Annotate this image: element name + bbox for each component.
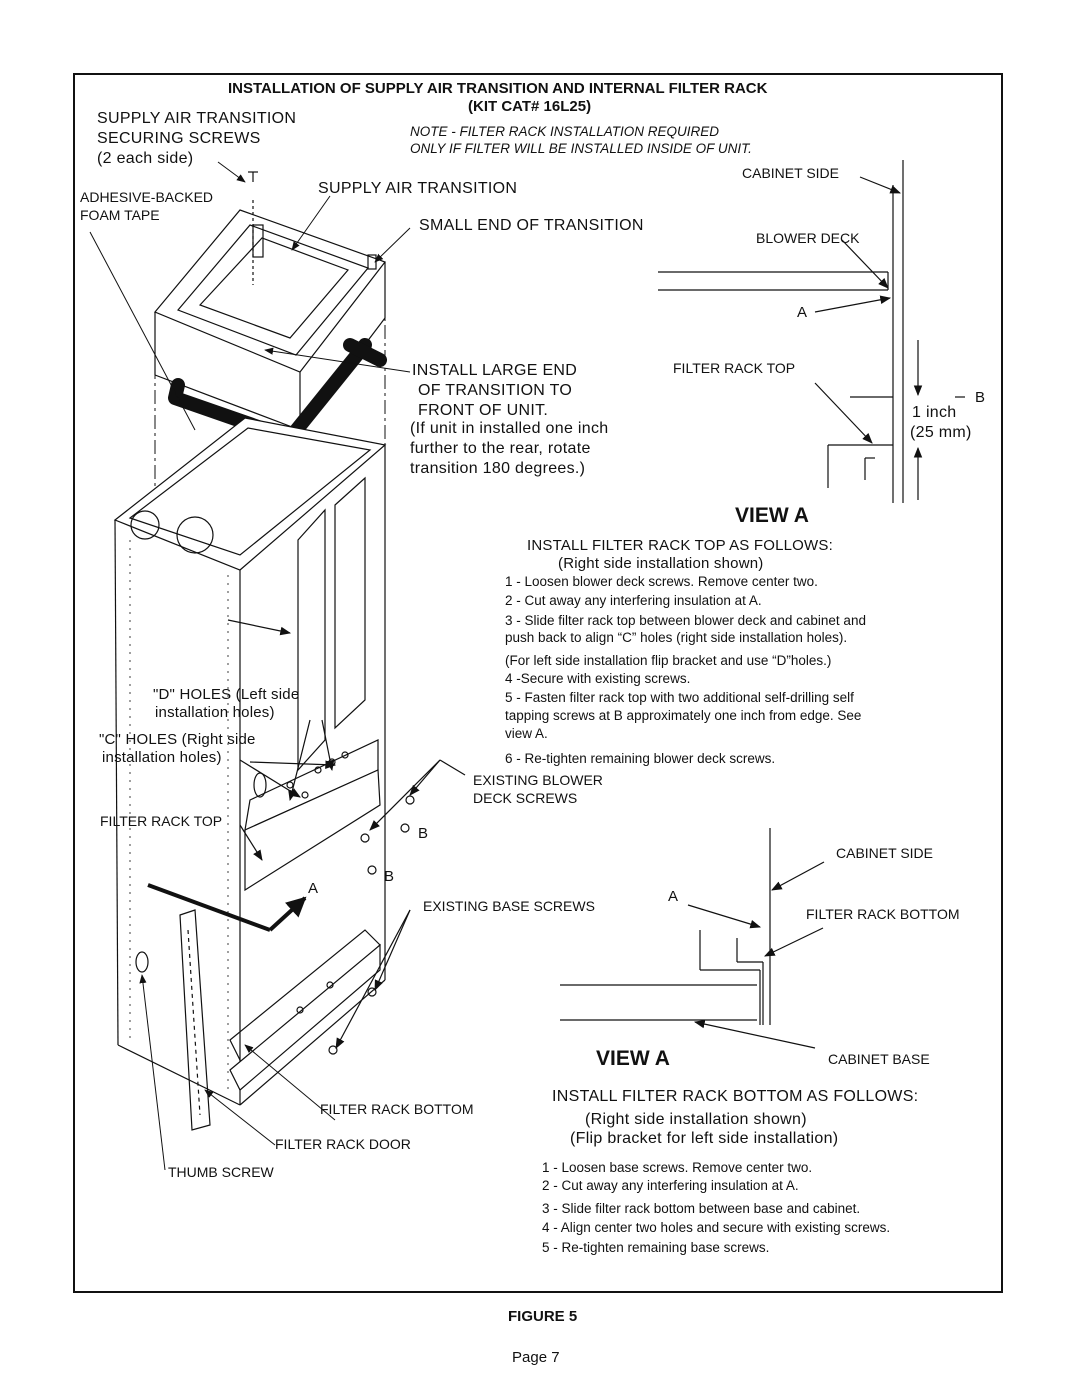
view-top-step-3: 3 - Slide filter rack top between blower… bbox=[505, 613, 866, 628]
view-top-step-5b: tapping screws at B approximately one in… bbox=[505, 708, 862, 723]
label-foam-tape: FOAM TAPE bbox=[80, 207, 160, 223]
view-bottom-step-2: 2 - Cut away any interfering insulation … bbox=[542, 1178, 799, 1193]
label-supply-transition-screws: SUPPLY AIR TRANSITION bbox=[97, 110, 297, 127]
label-small-end: SMALL END OF TRANSITION bbox=[419, 217, 644, 234]
foam-tape bbox=[168, 338, 387, 445]
view-top-step-5: 5 - Fasten filter rack top with two addi… bbox=[505, 690, 854, 705]
view-top-inch: 1 inch bbox=[912, 404, 957, 421]
label-a-main: A bbox=[308, 880, 319, 897]
view-top-step-2: 2 - Cut away any interfering insulation … bbox=[505, 593, 762, 608]
view-bottom-step-3: 3 - Slide filter rack bottom between bas… bbox=[542, 1201, 861, 1216]
view-top-mm: (25 mm) bbox=[910, 424, 972, 441]
label-front-of-unit: FRONT OF UNIT. bbox=[418, 402, 549, 419]
label-b-1: B bbox=[418, 825, 429, 842]
view-bottom-step-1: 1 - Loosen base screws. Remove center tw… bbox=[542, 1160, 813, 1175]
kit-number: (KIT CAT# 16L25) bbox=[468, 98, 592, 115]
label-existing-blower: EXISTING BLOWER bbox=[473, 772, 603, 788]
label-rotate: transition 180 degrees.) bbox=[410, 460, 586, 477]
figure-frame bbox=[73, 73, 1003, 1293]
label-d-holes-2: installation holes) bbox=[155, 704, 275, 721]
view-top-step-1: 1 - Loosen blower deck screws. Remove ce… bbox=[505, 574, 818, 589]
label-adhesive-backed: ADHESIVE-BACKED bbox=[80, 189, 214, 205]
view-top-step-6: 6 - Re-tighten remaining blower deck scr… bbox=[505, 751, 776, 766]
label-securing-screws: SECURING SCREWS bbox=[97, 130, 261, 147]
view-bottom-instructions-sub2: (Flip bracket for left side installation… bbox=[570, 1130, 839, 1147]
view-bottom-heading: VIEW A bbox=[596, 1047, 670, 1070]
note-line-2: ONLY IF FILTER WILL BE INSTALLED INSIDE … bbox=[410, 141, 752, 156]
label-c-holes-2: installation holes) bbox=[102, 749, 222, 766]
filter-rack-door bbox=[135, 909, 211, 1131]
view-bottom-cabinet-base: CABINET BASE bbox=[828, 1051, 930, 1067]
label-if-unit: (If unit in installed one inch bbox=[410, 420, 609, 437]
view-a-top-detail bbox=[658, 160, 965, 503]
arrow-a bbox=[147, 883, 271, 932]
view-bottom-instructions-title: INSTALL FILTER RACK BOTTOM AS FOLLOWS: bbox=[552, 1088, 919, 1105]
view-top-heading: VIEW A bbox=[735, 504, 809, 527]
view-bottom-step-5: 5 - Re-tighten remaining base screws. bbox=[542, 1240, 770, 1255]
leader-lines bbox=[89, 161, 411, 1171]
filter-rack-bottom bbox=[229, 909, 411, 1091]
view-a-bottom-detail bbox=[560, 828, 825, 1049]
label-filter-rack-top: FILTER RACK TOP bbox=[100, 813, 223, 829]
label-install-large-end: INSTALL LARGE END bbox=[412, 362, 578, 379]
view-bottom-instructions-sub1: (Right side installation shown) bbox=[585, 1111, 807, 1128]
label-filter-rack-door: FILTER RACK DOOR bbox=[275, 1136, 411, 1152]
view-top-step-4: 4 -Secure with existing screws. bbox=[505, 671, 691, 686]
supply-air-transition bbox=[154, 171, 386, 431]
view-top-step-3b: push back to align “C” holes (right side… bbox=[505, 630, 848, 645]
label-existing-base-screws: EXISTING BASE SCREWS bbox=[423, 898, 595, 914]
view-top-instructions-sub: (Right side installation shown) bbox=[558, 555, 764, 572]
view-top-step-note: (For left side installation flip bracket… bbox=[505, 653, 832, 668]
view-bottom-a: A bbox=[668, 888, 679, 905]
view-top-cabinet-side: CABINET SIDE bbox=[742, 165, 839, 181]
label-supply-air-transition: SUPPLY AIR TRANSITION bbox=[318, 180, 518, 197]
view-bottom-cabinet-side: CABINET SIDE bbox=[836, 845, 933, 861]
note-line-1: NOTE - FILTER RACK INSTALLATION REQUIRED bbox=[410, 124, 720, 139]
label-b-2: B bbox=[384, 868, 395, 885]
label-d-holes: "D" HOLES (Left side bbox=[153, 686, 300, 703]
label-filter-rack-bottom: FILTER RACK BOTTOM bbox=[320, 1101, 474, 1117]
label-each-side: (2 each side) bbox=[97, 150, 194, 167]
view-top-filter-rack-top: FILTER RACK TOP bbox=[673, 360, 796, 376]
cabinet bbox=[113, 417, 387, 1106]
label-of-transition: OF TRANSITION TO bbox=[418, 382, 573, 399]
label-deck-screws: DECK SCREWS bbox=[473, 790, 578, 806]
label-thumb-screw: THUMB SCREW bbox=[168, 1164, 274, 1180]
view-top-instructions-title: INSTALL FILTER RACK TOP AS FOLLOWS: bbox=[527, 537, 833, 554]
figure-title: INSTALLATION OF SUPPLY AIR TRANSITION AN… bbox=[228, 80, 768, 97]
view-top-step-5c: view A. bbox=[505, 726, 548, 741]
filter-rack-top-bracket bbox=[239, 719, 381, 892]
view-bottom-step-4: 4 - Align center two holes and secure wi… bbox=[542, 1220, 891, 1235]
view-top-a: A bbox=[797, 304, 808, 321]
view-top-blower-deck: BLOWER DECK bbox=[756, 230, 860, 246]
figure-caption: FIGURE 5 bbox=[508, 1308, 578, 1325]
view-top-b: B bbox=[975, 389, 986, 406]
page-number: Page 7 bbox=[512, 1349, 560, 1366]
view-bottom-filter-rack-bottom: FILTER RACK BOTTOM bbox=[806, 906, 960, 922]
blower-deck-screws bbox=[360, 759, 466, 875]
label-further-rear: further to the rear, rotate bbox=[410, 440, 591, 457]
label-c-holes: "C" HOLES (Right side bbox=[99, 731, 256, 748]
